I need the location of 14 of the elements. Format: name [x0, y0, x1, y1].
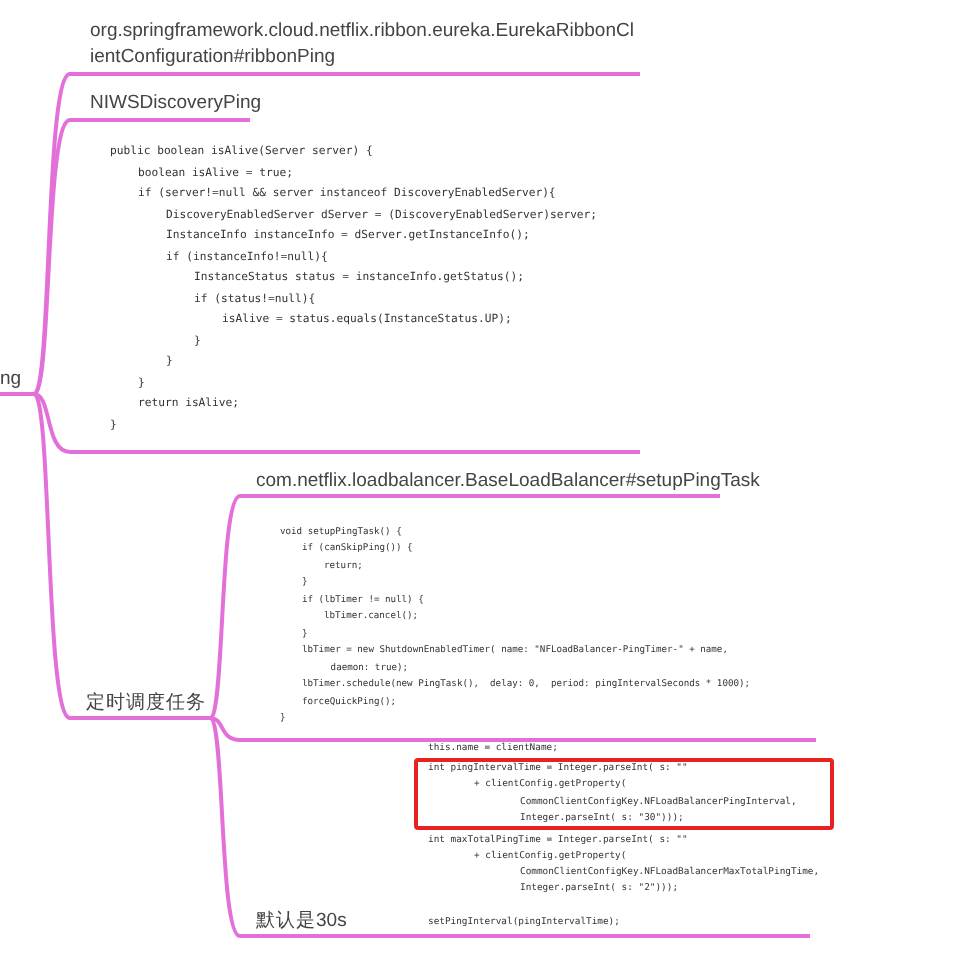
branch-topic: [70, 688, 210, 720]
topic-label: NIWSDiscoveryPing: [90, 90, 264, 116]
topic-label: 默认是30s: [256, 908, 349, 934]
branch-line: [33, 392, 71, 454]
branch-line: [208, 494, 242, 720]
topic-label: 定时调度任务: [86, 690, 208, 716]
branch-line: [209, 716, 241, 742]
branch-topic: [70, 16, 640, 76]
topic-label: org.springframework.cloud.netflix.ribbon.eureka.EurekaRibbonClientConfiguration#ribbonPing: [90, 18, 634, 70]
branch-line: [208, 716, 242, 938]
branch-topic: [240, 904, 416, 938]
topic-label: ng: [0, 366, 24, 392]
topic-label: com.netflix.loadbalancer.BaseLoadBalancer#setupPingTask: [256, 468, 762, 494]
branch-line: [32, 392, 72, 720]
